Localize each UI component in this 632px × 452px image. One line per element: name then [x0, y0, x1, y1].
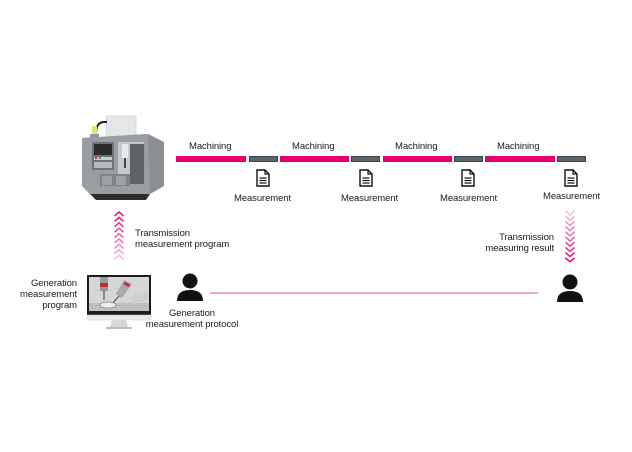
chevron-down-icon	[565, 236, 575, 243]
chevron-up-icon	[114, 210, 124, 217]
user-icon	[175, 272, 205, 302]
machining-segment	[176, 156, 246, 162]
measurement-segment	[454, 156, 483, 162]
generation-program-label: Generation measurement program	[20, 278, 77, 311]
machining-segment	[280, 156, 349, 162]
measurement-segment	[557, 156, 586, 162]
chevron-down-icon	[565, 210, 575, 217]
transmission-program-label: Transmission measurement program	[135, 228, 230, 250]
chevron-up-icon	[114, 221, 124, 228]
cnc-machine-icon	[74, 112, 170, 200]
machining-label: Machining	[497, 141, 540, 152]
chevron-up-icon	[114, 243, 124, 249]
chevron-up-icon	[114, 216, 124, 222]
document-icon	[461, 169, 475, 187]
measurement-label: Measurement	[341, 193, 398, 204]
document-icon	[359, 169, 373, 187]
machining-segment	[485, 156, 555, 162]
monitor-icon	[86, 274, 152, 332]
chevron-down-icon	[565, 246, 575, 253]
chevron-up-icon	[114, 248, 124, 255]
generation-protocol-label: Generation measurement protocol	[145, 308, 239, 330]
chevron-down-icon	[565, 252, 575, 258]
chevron-up-icon	[114, 232, 124, 239]
chevron-down-icon	[565, 231, 575, 237]
document-icon	[256, 169, 270, 187]
chevron-up-icon	[114, 254, 124, 260]
measurement-segment	[249, 156, 278, 162]
upward-arrow-icon	[113, 210, 125, 260]
chevron-up-icon	[114, 227, 124, 233]
machining-label: Machining	[395, 141, 438, 152]
chevron-down-icon	[565, 226, 575, 232]
chevron-up-icon	[114, 237, 124, 244]
measurement-label: Measurement	[440, 193, 497, 204]
connector-line	[210, 292, 538, 294]
machining-label: Machining	[189, 141, 232, 152]
document-icon	[564, 169, 578, 187]
machining-segment	[383, 156, 452, 162]
measurement-label: Measurement	[543, 191, 600, 202]
measurement-segment	[351, 156, 380, 162]
chevron-down-icon	[565, 241, 575, 248]
user-icon	[555, 273, 585, 303]
measurement-label: Measurement	[234, 193, 291, 204]
chevron-down-icon	[565, 257, 575, 263]
chevron-down-icon	[565, 220, 575, 227]
chevron-down-icon	[565, 215, 575, 222]
downward-arrow-icon	[564, 210, 576, 264]
transmission-result-label: Transmission measuring result	[485, 232, 554, 254]
machining-label: Machining	[292, 141, 335, 152]
